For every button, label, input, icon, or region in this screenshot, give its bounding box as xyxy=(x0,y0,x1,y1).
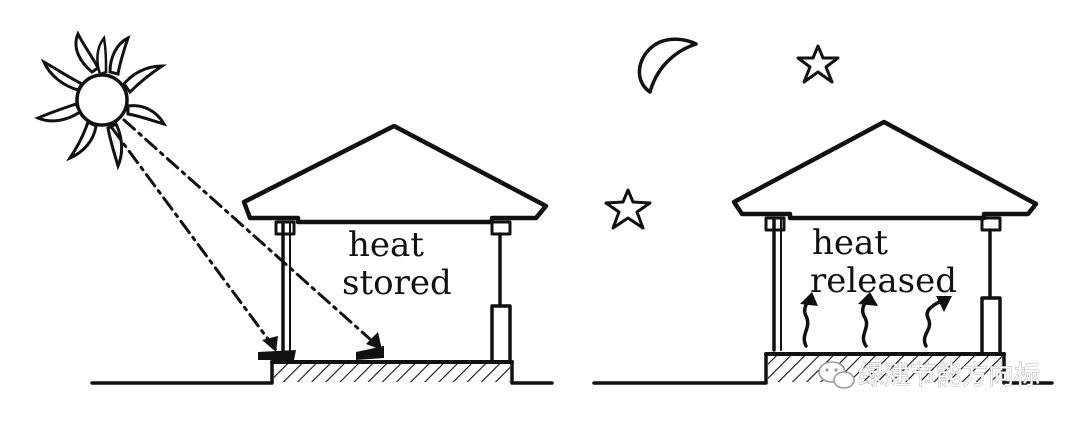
arrowhead xyxy=(262,336,278,352)
ground-line xyxy=(592,352,1054,385)
arrowhead xyxy=(858,292,878,306)
sun-ray xyxy=(122,64,167,95)
watermark: 绿建节能方向标 xyxy=(818,361,1040,391)
floor-slab xyxy=(274,362,510,382)
sun-ray-line xyxy=(122,118,382,350)
label-line-2: released xyxy=(810,261,957,301)
heat-arrow xyxy=(922,298,946,348)
day-label: heat stored xyxy=(342,225,452,303)
arrowhead xyxy=(800,292,818,306)
sun-ray xyxy=(96,35,108,76)
floor-slab xyxy=(768,354,1002,382)
heat-arrow xyxy=(802,296,812,348)
sun-ray xyxy=(65,119,98,162)
star-icon xyxy=(604,188,652,230)
watermark-text: 绿建节能方向标 xyxy=(858,361,1040,391)
sun-ray xyxy=(74,30,100,74)
absorber-mark xyxy=(356,346,384,360)
arrowhead xyxy=(936,296,952,312)
sun-ray xyxy=(126,104,168,127)
night-panel: heat released xyxy=(592,37,1054,385)
sun-icon xyxy=(34,30,168,171)
heat-arrow xyxy=(860,296,870,348)
label-line-2: stored xyxy=(342,263,452,303)
arrowhead xyxy=(366,332,382,350)
house-roof xyxy=(241,123,549,225)
sun-rays xyxy=(110,118,382,352)
heat-arrows xyxy=(800,292,952,348)
sun-ray-line xyxy=(110,126,278,352)
ground-line xyxy=(90,360,554,385)
wechat-icon xyxy=(818,361,855,389)
sun-ray xyxy=(108,35,131,76)
sun-ray xyxy=(40,58,85,92)
sun-ray xyxy=(34,102,82,123)
moon-icon xyxy=(637,37,698,94)
day-panel: heat stored xyxy=(34,30,554,385)
label-line-1: heat xyxy=(348,225,424,265)
label-line-1: heat xyxy=(812,223,888,263)
house-walls xyxy=(764,216,1002,356)
night-label: heat released xyxy=(810,223,957,301)
house-roof xyxy=(731,119,1039,221)
star-icon xyxy=(796,44,840,84)
absorber-mark xyxy=(258,350,296,360)
house-walls xyxy=(274,220,512,364)
